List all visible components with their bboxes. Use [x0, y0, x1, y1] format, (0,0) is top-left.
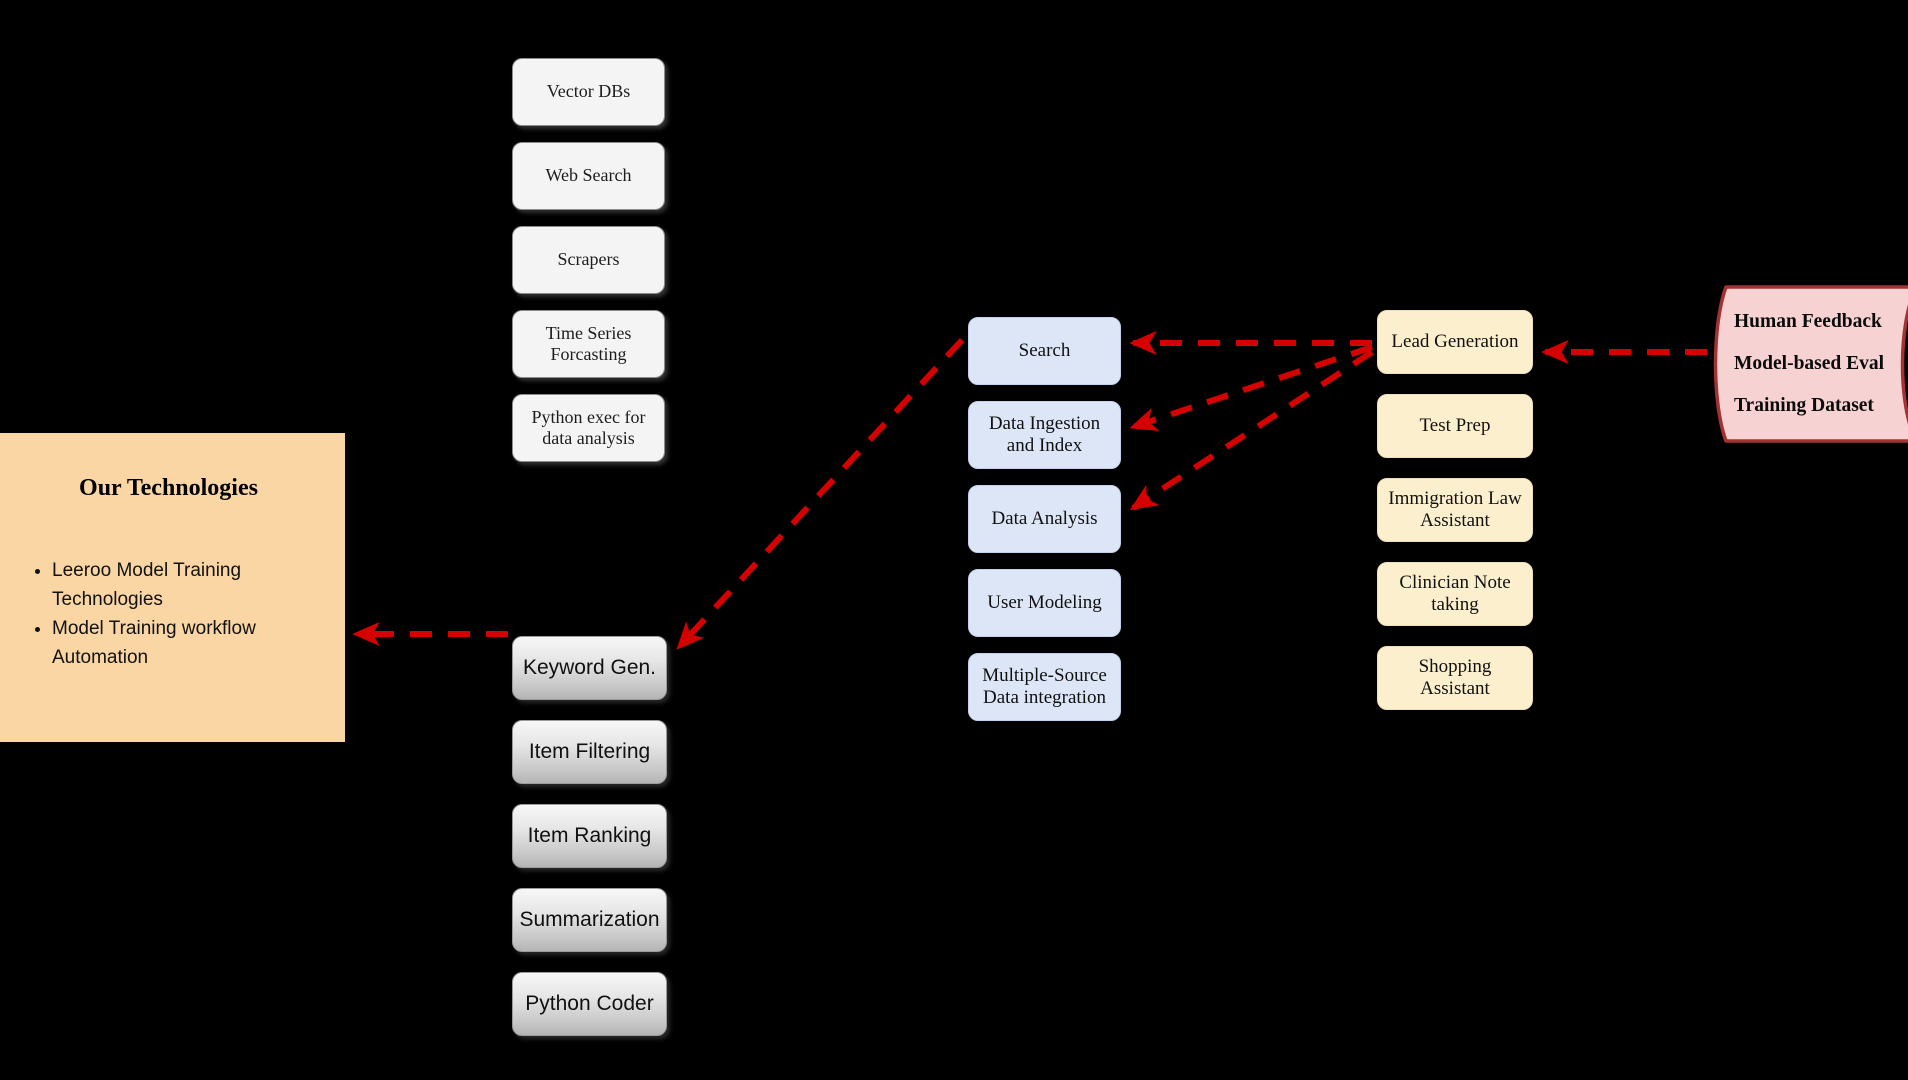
- node-label: Python exec for data analysis: [531, 406, 646, 448]
- skill-node-summarization[interactable]: Summarization: [512, 888, 667, 952]
- node-label: Web Search: [545, 165, 632, 186]
- node-label: Clinician Note taking: [1399, 571, 1511, 615]
- list-item: Model Training workflow Automation: [52, 615, 337, 673]
- tool-node-web-search[interactable]: Web Search: [512, 142, 665, 210]
- node-label: Search: [1018, 339, 1071, 361]
- capability-node-multiple-source-data-integration[interactable]: Multiple-Source Data integration: [968, 653, 1121, 721]
- arrow-search-to-keyword-gen: [676, 337, 965, 650]
- node-label: Time Series Forcasting: [545, 322, 632, 364]
- tool-node-vector-dbs[interactable]: Vector DBs: [512, 58, 665, 126]
- feedback-banner-lines: Human Feedback Model-based Eval Training…: [1734, 301, 1908, 427]
- usecase-node-lead-generation[interactable]: Lead Generation: [1377, 310, 1533, 374]
- node-label: Item Filtering: [528, 739, 651, 763]
- tool-node-scrapers[interactable]: Scrapers: [512, 226, 665, 294]
- capability-node-data-analysis[interactable]: Data Analysis: [968, 485, 1121, 553]
- node-label: Immigration Law Assistant: [1388, 487, 1522, 531]
- node-label: Keyword Gen.: [522, 655, 657, 679]
- node-label: Vector DBs: [546, 81, 631, 102]
- skill-node-item-ranking[interactable]: Item Ranking: [512, 804, 667, 868]
- node-label: Python Coder: [525, 991, 654, 1015]
- tool-node-python-exec-for-data-analysis[interactable]: Python exec for data analysis: [512, 394, 665, 462]
- feedback-line: Model-based Eval: [1734, 353, 1885, 374]
- capability-node-search[interactable]: Search: [968, 317, 1121, 385]
- usecase-node-shopping-assistant[interactable]: Shopping Assistant: [1377, 646, 1533, 710]
- node-label: Shopping Assistant: [1418, 655, 1492, 699]
- arrow-lead-generation-to-data-analysis: [1129, 349, 1374, 511]
- skill-node-keyword-gen[interactable]: Keyword Gen.: [512, 636, 667, 700]
- our-technologies-list: Leeroo Model Training Technologies Model…: [26, 557, 337, 673]
- usecase-node-immigration-law-assistant[interactable]: Immigration Law Assistant: [1377, 478, 1533, 542]
- list-item: Leeroo Model Training Technologies: [52, 557, 337, 615]
- skill-node-item-filtering[interactable]: Item Filtering: [512, 720, 667, 784]
- node-label: Item Ranking: [527, 823, 652, 847]
- node-label: Test Prep: [1419, 414, 1491, 436]
- usecase-node-clinician-note-taking[interactable]: Clinician Note taking: [1377, 562, 1533, 626]
- node-label: Scrapers: [557, 249, 620, 270]
- feedback-line: Human Feedback: [1734, 311, 1882, 332]
- node-label: Data Ingestion and Index: [988, 412, 1101, 456]
- capability-node-user-modeling[interactable]: User Modeling: [968, 569, 1121, 637]
- arrow-lead-generation-to-data-ingestion: [1129, 344, 1373, 431]
- node-label: Multiple-Source Data integration: [982, 664, 1107, 708]
- feedback-banner-shape: [1713, 285, 1908, 443]
- skill-node-python-coder[interactable]: Python Coder: [512, 972, 667, 1036]
- node-label: User Modeling: [987, 591, 1102, 613]
- feedback-banner[interactable]: Human Feedback Model-based Eval Training…: [1712, 285, 1908, 443]
- node-label: Summarization: [519, 907, 660, 931]
- usecase-node-test-prep[interactable]: Test Prep: [1377, 394, 1533, 458]
- capability-node-data-ingestion-and-index[interactable]: Data Ingestion and Index: [968, 401, 1121, 469]
- our-technologies-title: Our Technologies: [79, 475, 258, 501]
- tool-node-time-series-forcasting[interactable]: Time Series Forcasting: [512, 310, 665, 378]
- node-label: Data Analysis: [991, 507, 1098, 529]
- our-technologies-panel: Our Technologies Leeroo Model Training T…: [0, 433, 345, 742]
- feedback-line: Training Dataset: [1734, 395, 1874, 416]
- node-label: Lead Generation: [1391, 330, 1519, 352]
